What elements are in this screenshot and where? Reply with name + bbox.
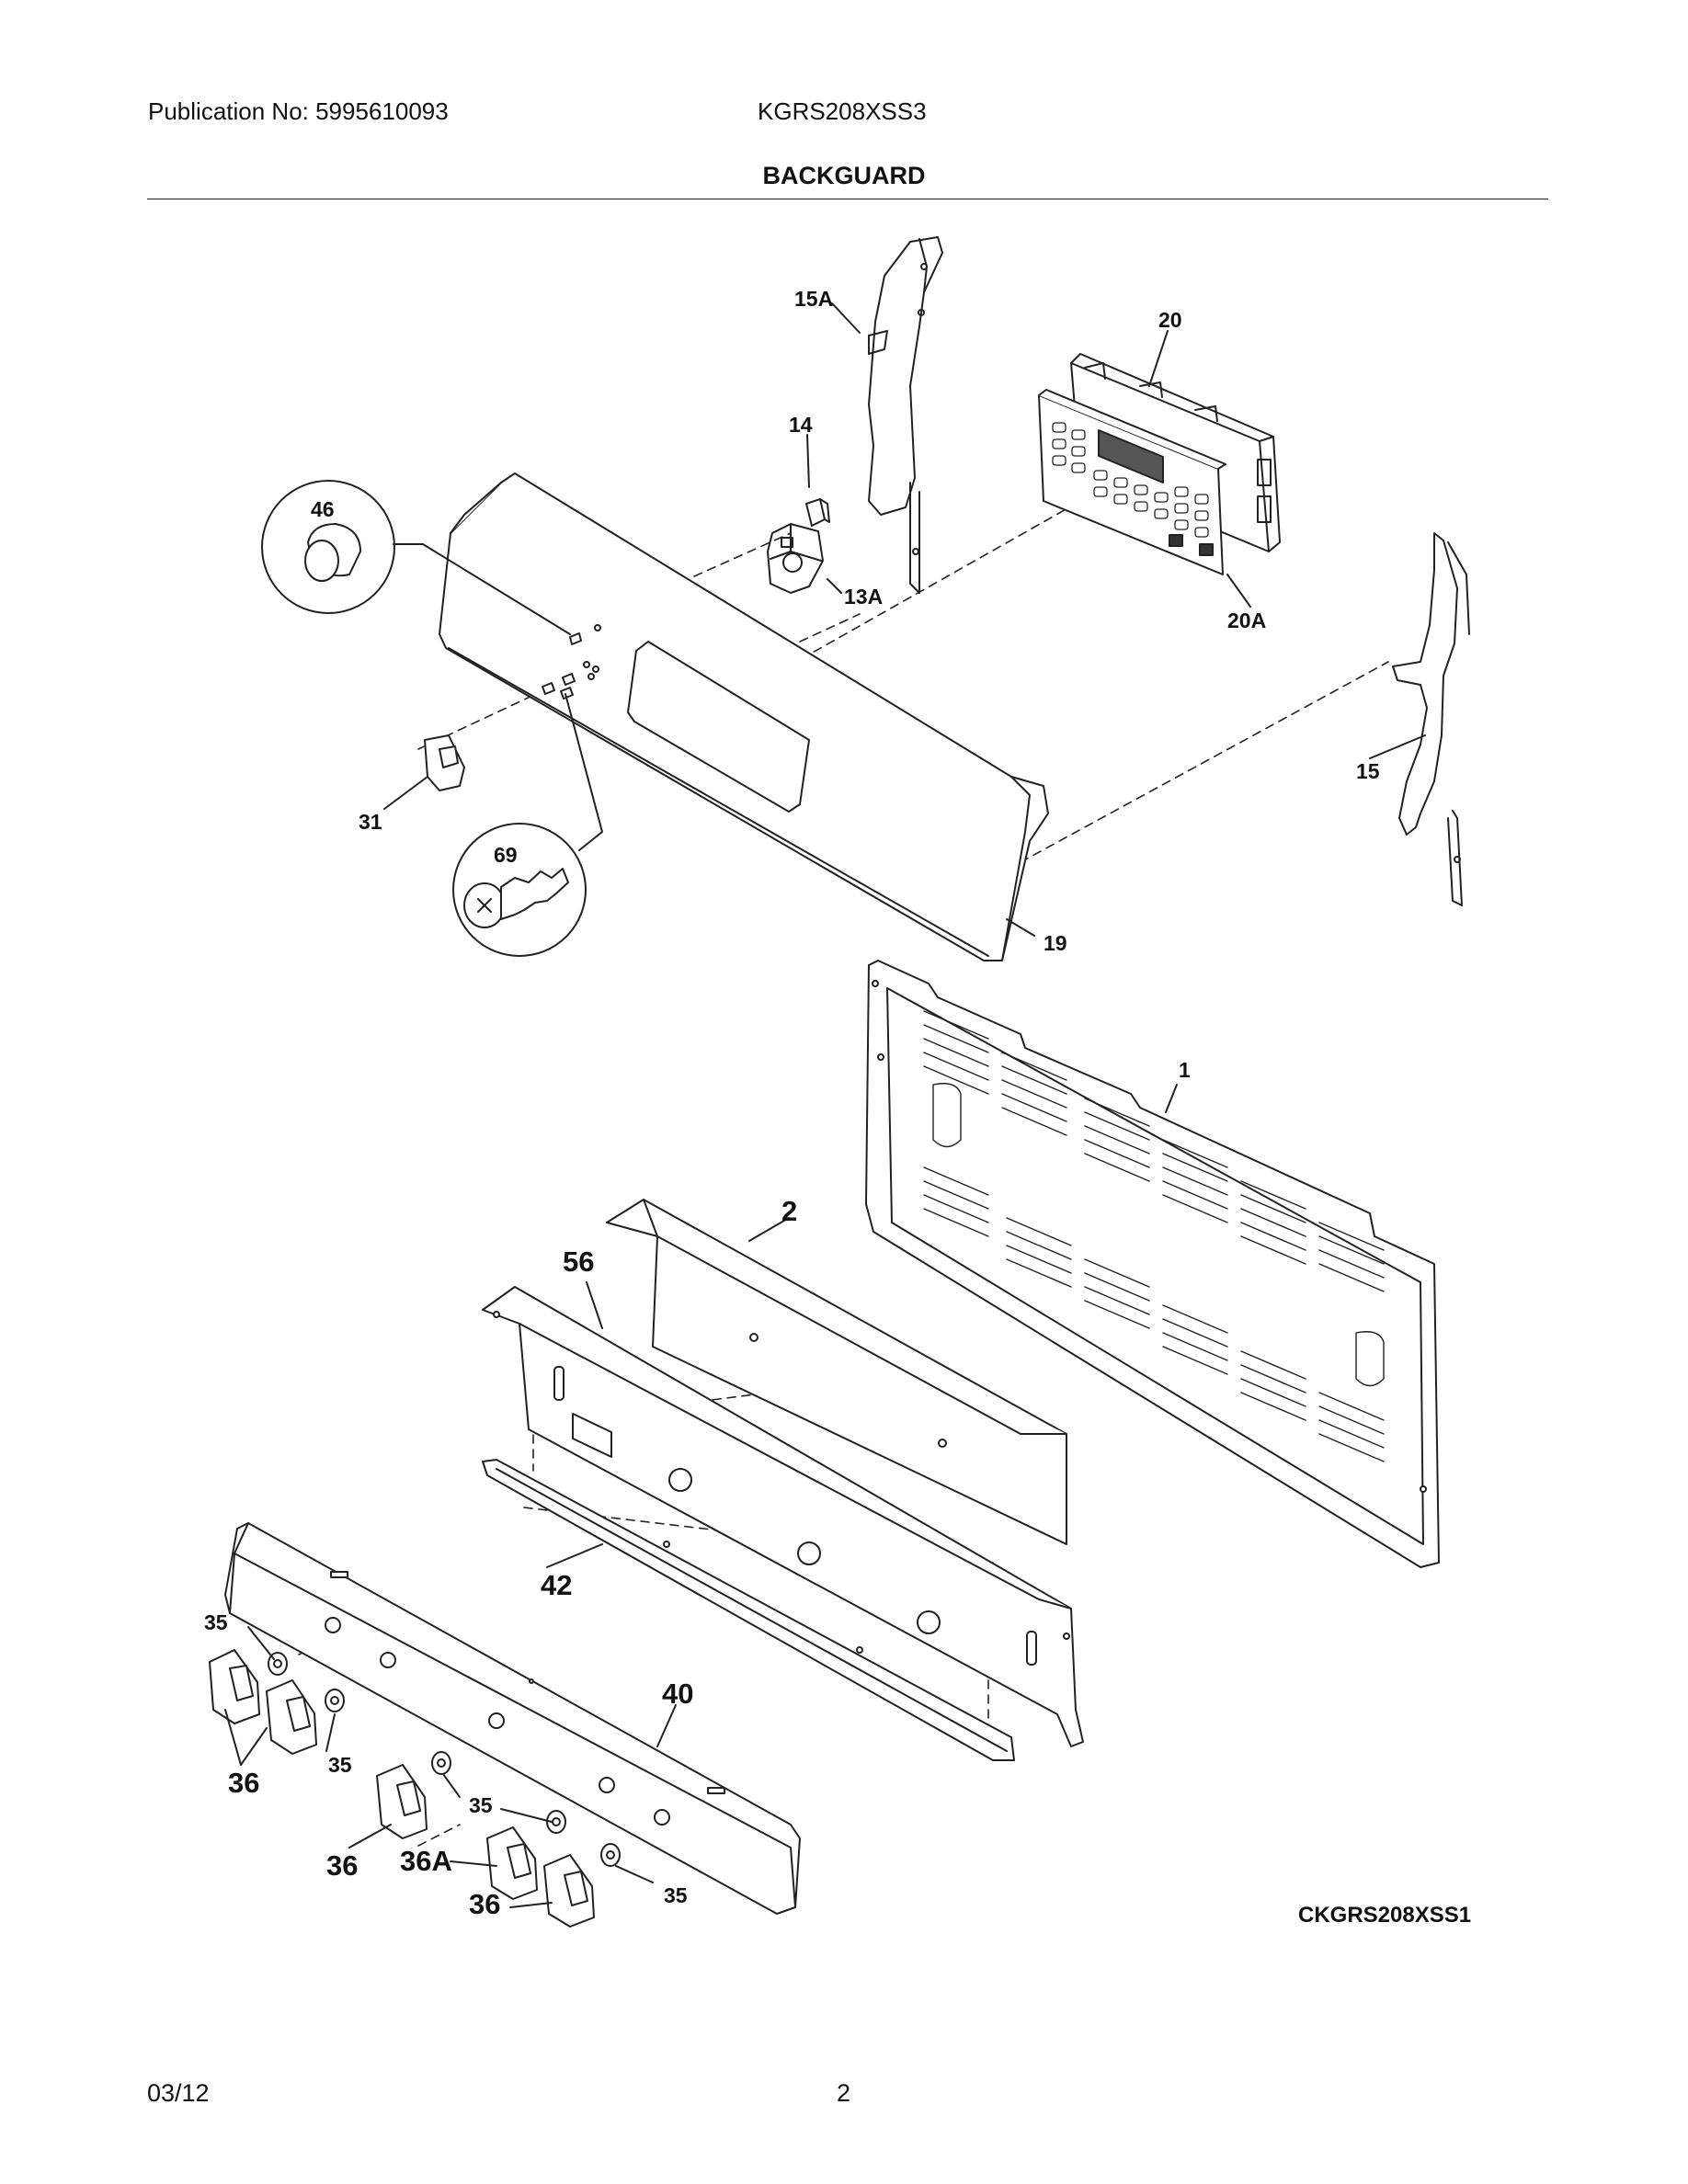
backguard-panel-19 [439,472,1049,961]
callout-15A: 15A [794,287,833,311]
publication-number: Publication No: 5995610093 [148,97,449,125]
keypad-overlay-20A [1038,389,1226,575]
callout-35-c: 35 [469,1793,493,1817]
side-bracket-15A [868,236,943,594]
callout-1: 1 [1179,1058,1191,1082]
callout-40: 40 [662,1678,693,1710]
trim-rail-42 [482,1459,1015,1761]
leader-lines [224,302,1426,1908]
callout-36A: 36A [400,1845,452,1877]
detail-circle-46 [261,480,571,635]
indicator-light-14 [805,498,830,527]
page-number: 2 [837,2079,851,2107]
model-number: KGRS208XSS3 [758,97,927,125]
callout-35-b: 35 [328,1753,352,1777]
callout-69: 69 [494,843,518,867]
page-title: BACKGUARD [762,162,926,189]
footer-date: 03/12 [147,2079,210,2107]
knob-4 [486,1826,538,1900]
callout-36-c: 36 [469,1888,500,1920]
callout-20A: 20A [1227,609,1266,632]
heat-shield-2 [606,1199,1067,1545]
callout-35-a: 35 [204,1610,228,1634]
callout-19: 19 [1044,931,1067,955]
side-bracket-15 [1392,532,1470,906]
callout-20: 20 [1158,308,1182,332]
washers [268,1652,621,1867]
callout-56: 56 [563,1246,594,1278]
control-panel-40 [224,1522,801,1915]
callout-31: 31 [359,810,382,834]
callout-13A: 13A [844,585,883,609]
callout-42: 42 [541,1569,572,1601]
callout-labels: 15A 20 14 46 13A 20A 15 31 69 19 1 2 56 … [204,287,1380,1920]
diagram-code: CKGRS208XSS1 [1298,1903,1472,1928]
callout-36-b: 36 [326,1849,358,1882]
switch-13A [767,523,824,594]
knob-3 [376,1764,428,1839]
callout-35-d: 35 [664,1883,688,1907]
knob-31 [424,734,465,791]
rear-panel-1 [865,960,1440,1568]
knob-1 [209,1649,260,1724]
knob-5 [543,1854,595,1928]
callout-36-a: 36 [228,1767,259,1799]
callout-46: 46 [311,497,335,521]
callout-14: 14 [789,413,813,437]
detail-circle-69 [452,693,603,957]
knobs [209,1649,595,1928]
callout-2: 2 [781,1195,797,1227]
knob-2 [266,1679,317,1755]
manifold-panel-56 [482,1286,1084,1747]
screws [542,624,601,700]
callout-15: 15 [1356,759,1380,783]
